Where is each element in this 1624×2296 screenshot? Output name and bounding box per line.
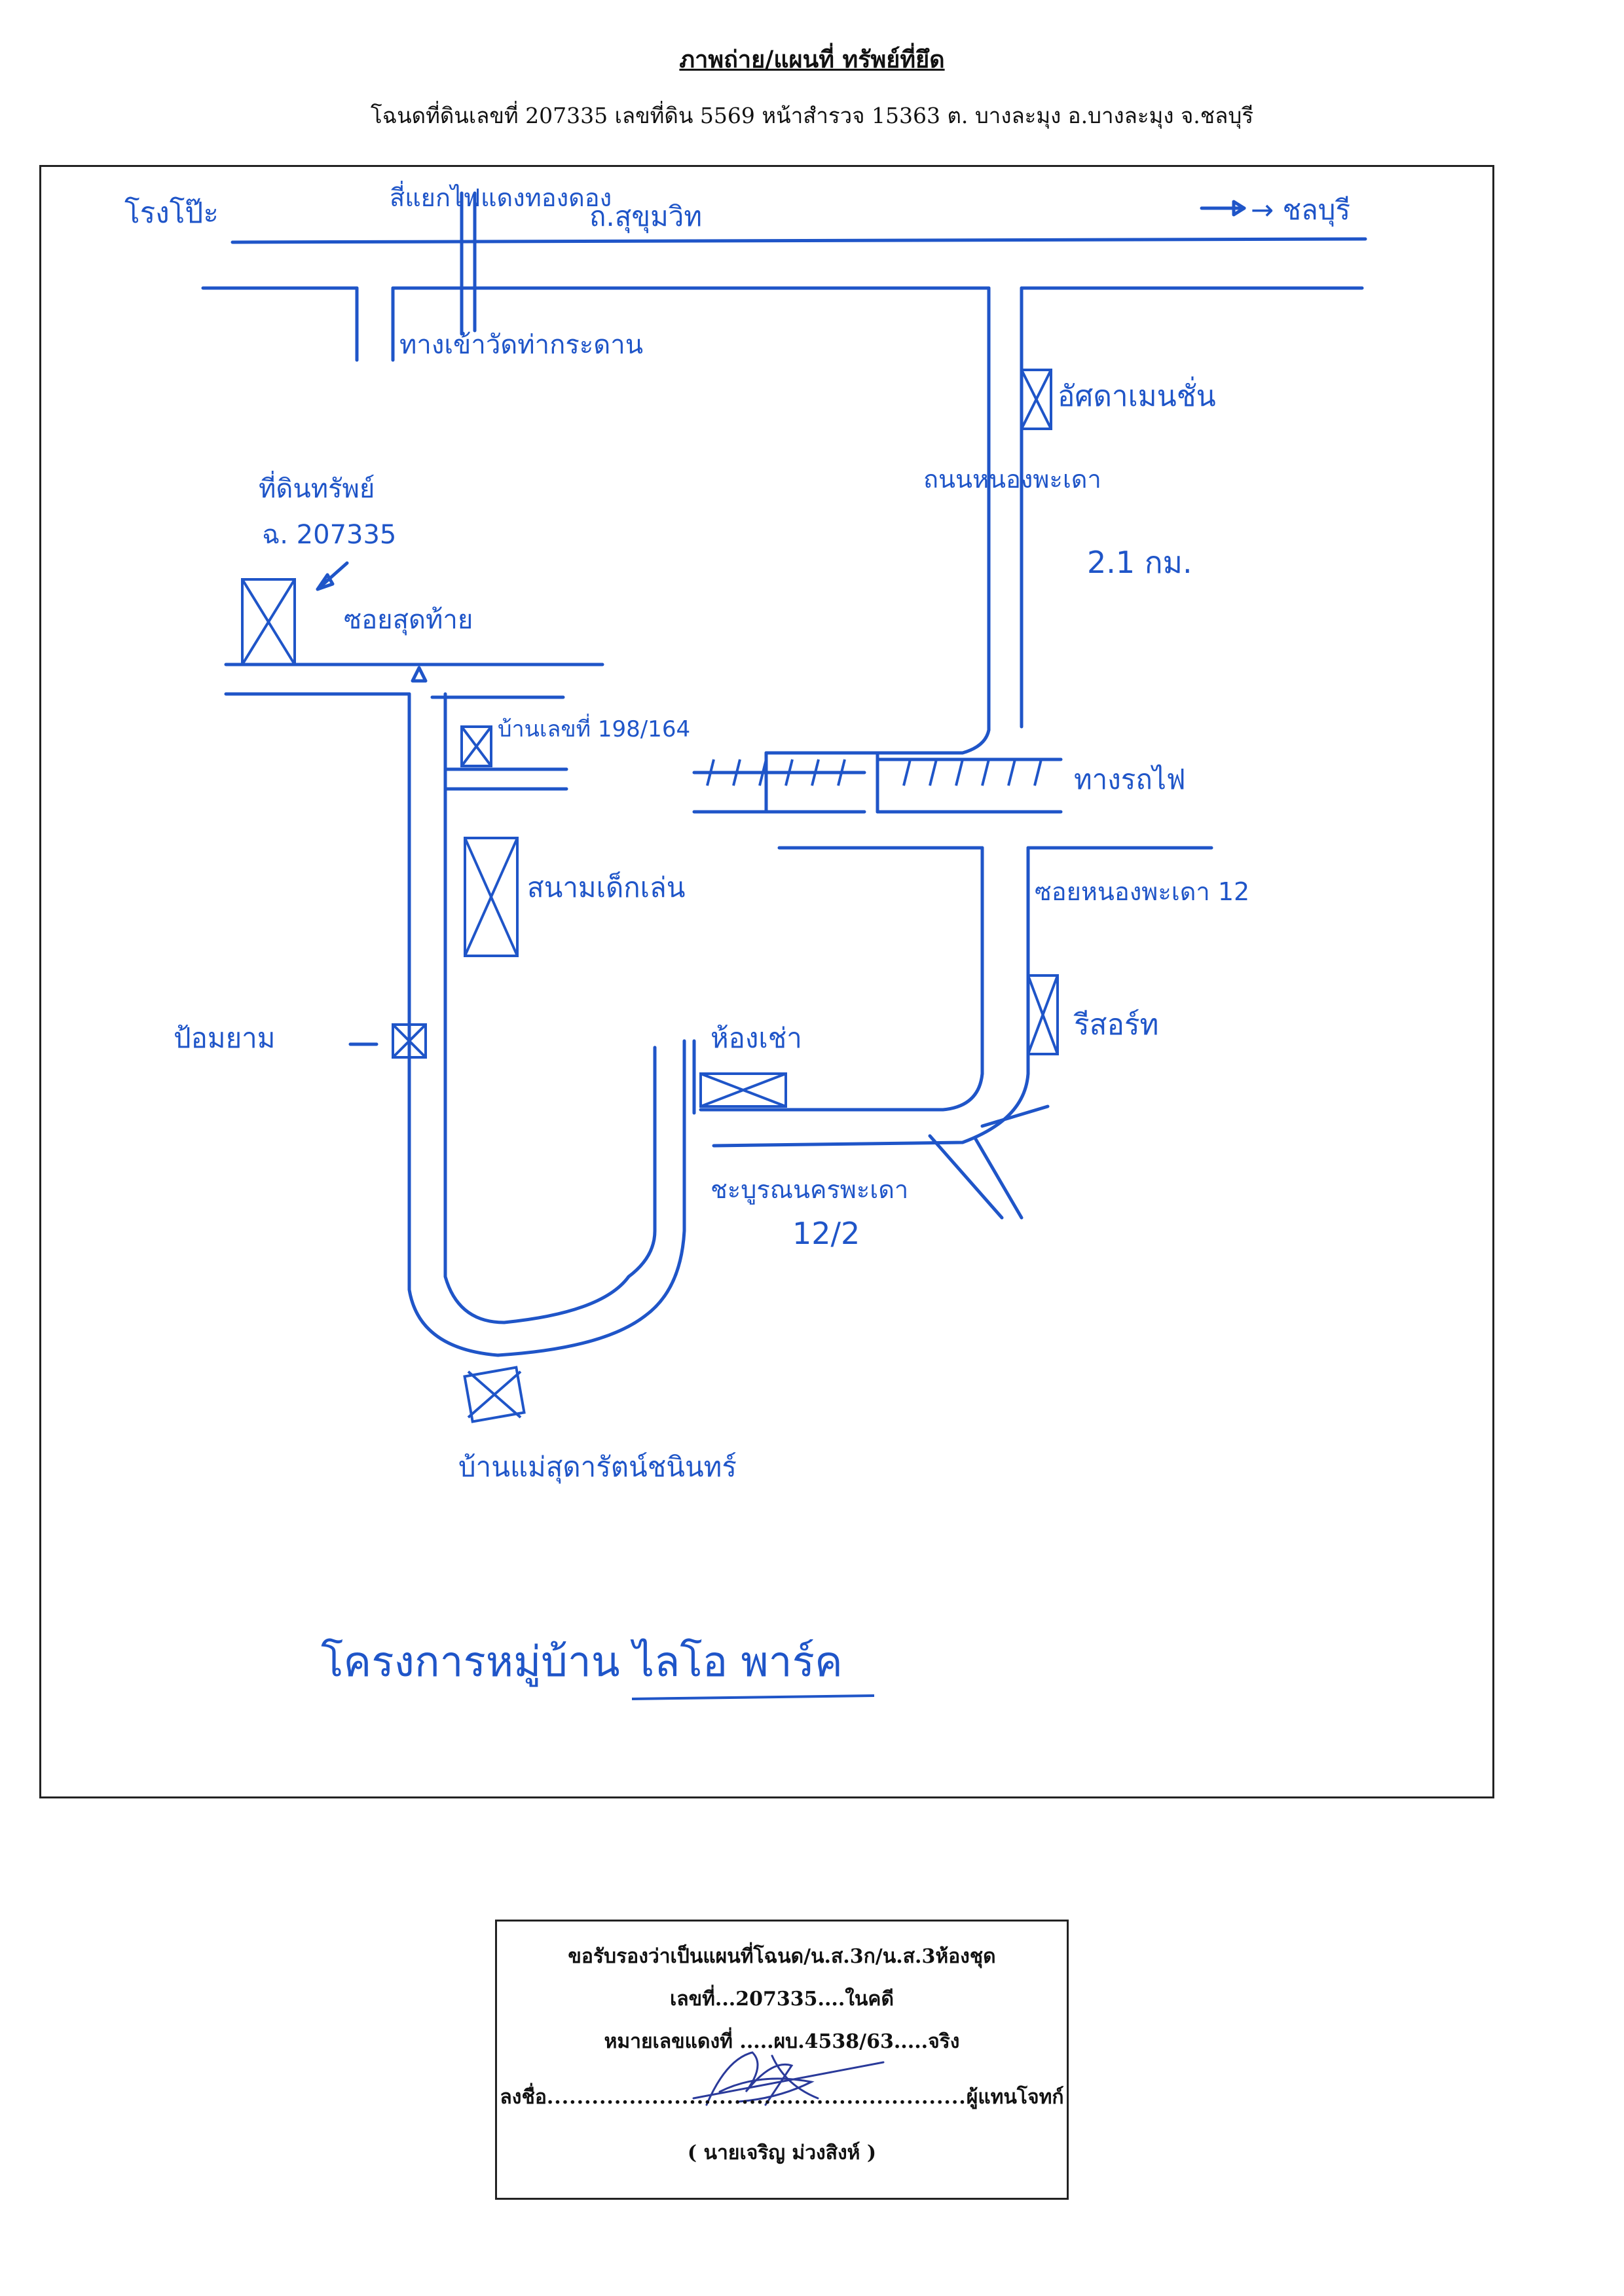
bottom-house-box bbox=[463, 1366, 526, 1423]
label-resort: รีสอร์ท bbox=[1073, 1008, 1159, 1042]
sign-role: ผู้แทนโจทก์ bbox=[966, 2086, 1064, 2109]
guard-post-box bbox=[392, 1023, 427, 1059]
label-bottom-house: บ้านแม่สุดารัตน์ชนินทร์ bbox=[458, 1451, 737, 1484]
label-distance: 2.1 กม. bbox=[1087, 545, 1192, 580]
label-landmark-top-left: โรงโป๊ะ bbox=[124, 196, 219, 230]
label-project-name: โครงการหมู่บ้าน ไลโอ พาร์ค bbox=[321, 1638, 843, 1687]
label-soi-12: ซอยหนองพะเดา 12 bbox=[1035, 877, 1249, 906]
cert-line-1: ขอรับรองว่าเป็นแผนที่โฉนด/น.ส.3ก/น.ส.3ห้… bbox=[568, 1945, 996, 1968]
map-frame bbox=[39, 165, 1494, 1798]
house-box bbox=[460, 725, 492, 767]
label-temple-road: ทางเข้าวัดท่ากระดาน bbox=[399, 330, 643, 360]
label-row-houses: ห้องเช่า bbox=[710, 1022, 802, 1054]
signature-line: ลงชื่อ..................................… bbox=[497, 2082, 1067, 2113]
apartment-box bbox=[1020, 369, 1052, 430]
playground-box bbox=[464, 837, 519, 957]
label-community: ชะบูรณนครพะเดา bbox=[710, 1175, 908, 1205]
deed-subtitle: โฉนดที่ดินเลขที่ 207335 เลขที่ดิน 5569 ห… bbox=[370, 103, 1254, 128]
label-deed-no: ฉ. 207335 bbox=[262, 520, 396, 550]
label-soi-road: ถนนหนองพะเดา bbox=[923, 465, 1101, 494]
label-house-no: บ้านเลขที่ 198/164 bbox=[498, 714, 690, 742]
label-community-no: 12/2 bbox=[792, 1216, 860, 1251]
label-railway: ทางรถไฟ bbox=[1074, 763, 1186, 795]
land-plot-box bbox=[241, 578, 296, 666]
row-houses-box bbox=[699, 1072, 787, 1108]
signature-mark bbox=[692, 2051, 885, 2106]
project-underline bbox=[631, 1694, 875, 1700]
label-intersection: สี่แยกไฟแดงทองดอง bbox=[390, 181, 612, 212]
sukhumvit-road-top bbox=[231, 237, 1367, 244]
page-title: ภาพถ่าย/แผนที่ ทรัพย์ที่ยึด bbox=[679, 46, 945, 73]
label-playground: สนามเด็กเล่น bbox=[527, 871, 685, 903]
label-guard-post: ป้อมยาม bbox=[174, 1022, 275, 1054]
label-land-plot: ที่ดินทรัพย์ bbox=[259, 471, 375, 504]
certification-box: ขอรับรองว่าเป็นแผนที่โฉนด/น.ส.3ก/น.ส.3ห้… bbox=[495, 1920, 1069, 2200]
label-direction: → ชลบุรี bbox=[1251, 194, 1350, 227]
sign-dots: ........................................… bbox=[546, 2086, 967, 2109]
label-main-road: ถ.สุขุมวิท bbox=[589, 200, 702, 234]
label-dead-end-soi: ซอยสุดท้าย bbox=[344, 605, 473, 636]
signer-name: ( นายเจริญ ม่วงสิงห์ ) bbox=[687, 2141, 877, 2164]
cert-line-3: หมายเลขแดงที่ .....ผบ.4538/63.....จริง bbox=[604, 2030, 960, 2053]
label-apartment: อัศดาเมนชั่น bbox=[1058, 376, 1216, 413]
sign-prefix: ลงชื่อ bbox=[500, 2086, 547, 2109]
cert-line-2: เลขที่...207335....ในคดี bbox=[670, 1988, 894, 2011]
resort-box bbox=[1027, 974, 1059, 1055]
